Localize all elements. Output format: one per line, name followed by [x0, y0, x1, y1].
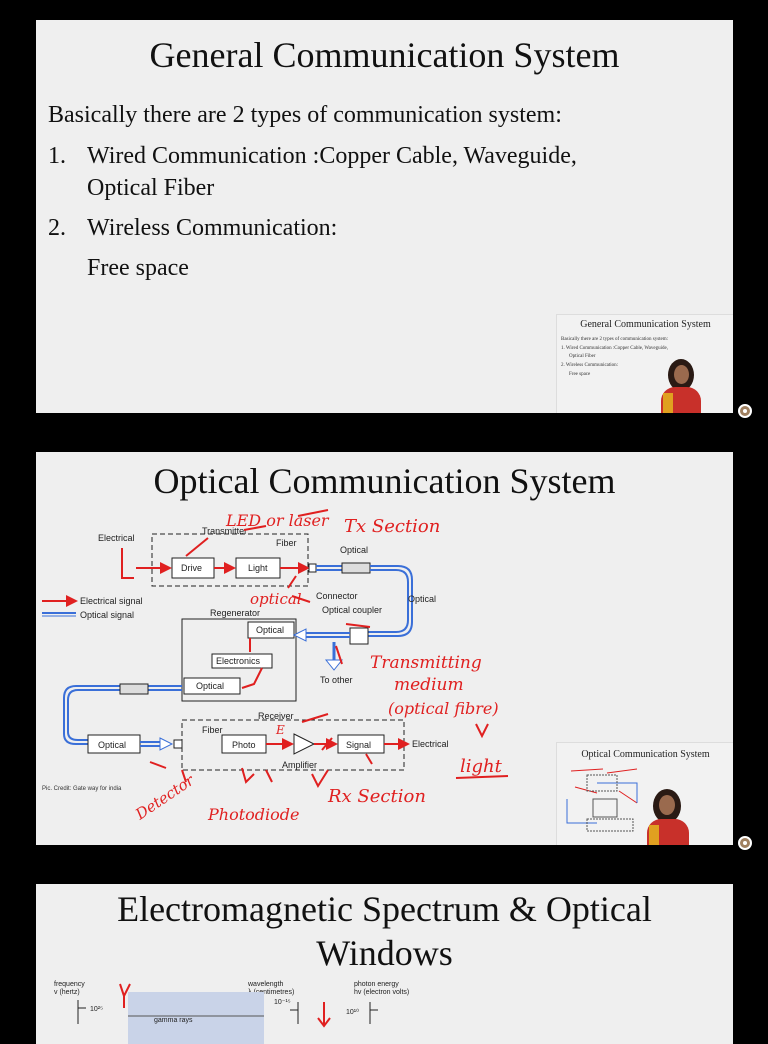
photon-energy-label: photon energy — [354, 981, 399, 988]
annotation-e: E — [275, 723, 285, 737]
annotation-optical: optical — [250, 590, 302, 608]
thumb-line: Basically there are 2 types of communica… — [561, 337, 669, 342]
regenerator-label: Regenerator — [210, 608, 260, 618]
thumb-line: Optical Fiber — [569, 354, 596, 359]
slide-nav-button[interactable] — [738, 404, 752, 418]
slide-electromagnetic-spectrum: Electromagnetic Spectrum & Optical Windo… — [36, 884, 733, 1044]
presenter-thumbnail: Optical Communication System — [556, 742, 733, 845]
thumb-line: Free space — [569, 372, 591, 377]
annotation-optical-fibre: (optical fibre) — [388, 699, 499, 718]
connector — [308, 563, 317, 573]
list-number: 2. — [48, 215, 66, 241]
to-other-label: To other — [320, 675, 353, 685]
thumb-line: 1. Wired Communication :Copper Cable, Wa… — [561, 346, 668, 351]
annotation-tx-section: Tx Section — [344, 516, 440, 537]
list-item-wireless-cont: Free space — [87, 255, 189, 281]
intro-text: Basically there are 2 types of communica… — [48, 102, 562, 128]
rx-connector — [173, 739, 183, 749]
spectrum-chart-header: frequency v (hertz) wavelength λ (centim… — [54, 981, 409, 1044]
electronics-label: Electronics — [216, 656, 261, 666]
list-number: 1. — [48, 143, 66, 169]
frequency-unit: v (hertz) — [54, 989, 80, 996]
slide-optical-communication: Optical Communication System Electrical … — [36, 452, 733, 845]
picture-credit: Pic. Credit: Gate way for india — [42, 786, 122, 792]
transmitter-label: Transmitter — [202, 526, 247, 536]
rx-optical-block — [87, 734, 141, 754]
rx-optical-label: Optical — [98, 740, 126, 750]
slide-nav-button[interactable] — [738, 836, 752, 850]
frequency-tick: 10²⁵ — [90, 1006, 103, 1013]
optical-top-label: Optical — [340, 545, 368, 555]
drive-label: Drive — [181, 563, 202, 573]
slide-title: Optical Communication System — [153, 461, 616, 501]
frequency-label: frequency — [54, 981, 85, 988]
photo-label: Photo — [232, 740, 256, 750]
coupler-block — [349, 627, 369, 645]
list-item-wired-cont: Optical Fiber — [87, 175, 215, 201]
annotation-detector: Detector — [131, 771, 198, 824]
presenter-face — [674, 365, 689, 384]
energy-tick: 10¹⁰ — [346, 1008, 359, 1016]
receiver-label: Receiver — [258, 711, 294, 721]
legend-electrical-label: Electrical signal — [80, 596, 143, 606]
slide-general-communication: General Communication System Basically t… — [36, 20, 733, 413]
presenter-face — [659, 795, 675, 815]
annotation-rx-section: Rx Section — [327, 786, 426, 807]
coupler-label: Optical coupler — [322, 605, 382, 615]
list-item-wired: Wired Communication :Copper Cable, Waveg… — [87, 143, 577, 169]
optical-right-label: Optical — [408, 594, 436, 604]
light-label: Light — [248, 563, 268, 573]
optical-system-diagram: Electrical signal Optical signal Electri… — [42, 509, 509, 824]
wavelength-label: wavelength — [247, 981, 284, 988]
presenter-thumbnail: General Communication System Basically t… — [556, 314, 733, 413]
thumb-title: Optical Communication System — [581, 749, 710, 760]
regen-optical-label: Optical — [196, 681, 224, 691]
fiber-spool — [119, 683, 149, 695]
list-item-wireless: Wireless Communication: — [87, 215, 338, 241]
annotation-led-laser: LED or laser — [225, 511, 330, 530]
rx-fiber-label: Fiber — [202, 725, 223, 735]
gamma-rays-label: gamma rays — [154, 1017, 193, 1024]
fiber-spool — [341, 562, 371, 574]
connector-label: Connector — [316, 591, 358, 601]
annotation-photodiode: Photodiode — [207, 805, 299, 824]
electronics-block — [211, 653, 273, 669]
regenerator-box — [181, 618, 297, 702]
thumb-title: General Communication System — [580, 319, 711, 330]
presenter-scarf — [663, 393, 673, 413]
signal-label: Signal — [346, 740, 371, 750]
presenter-scarf — [649, 825, 659, 845]
annotation-light: light — [460, 756, 503, 777]
annotation-transmitting: Transmitting — [370, 653, 482, 673]
regen-optical-label: Optical — [256, 625, 284, 635]
slide-title: General Communication System — [149, 35, 620, 75]
rx-electrical-label: Electrical — [412, 739, 449, 749]
slide-title-line2: Windows — [316, 933, 453, 973]
thumb-line: 2. Wireless Communication: — [561, 363, 619, 368]
thumb-diagram — [566, 768, 638, 832]
regen-optical-rx — [247, 621, 295, 639]
legend-optical-label: Optical signal — [80, 610, 134, 620]
photon-energy-unit: hv (electron volts) — [354, 989, 409, 996]
wavelength-tick: 10⁻¹⁵ — [274, 999, 291, 1006]
amplifier-symbol — [293, 733, 316, 755]
tx-fiber-label: Fiber — [276, 538, 297, 548]
spectrum-band — [128, 992, 264, 1044]
slide-title-line1: Electromagnetic Spectrum & Optical — [117, 889, 652, 929]
amplifier-label: Amplifier — [282, 760, 317, 770]
wavelength-unit: λ (centimetres) — [248, 989, 294, 996]
regen-optical-tx — [183, 677, 241, 695]
electrical-input-label: Electrical — [98, 533, 135, 543]
annotation-medium: medium — [394, 675, 464, 695]
